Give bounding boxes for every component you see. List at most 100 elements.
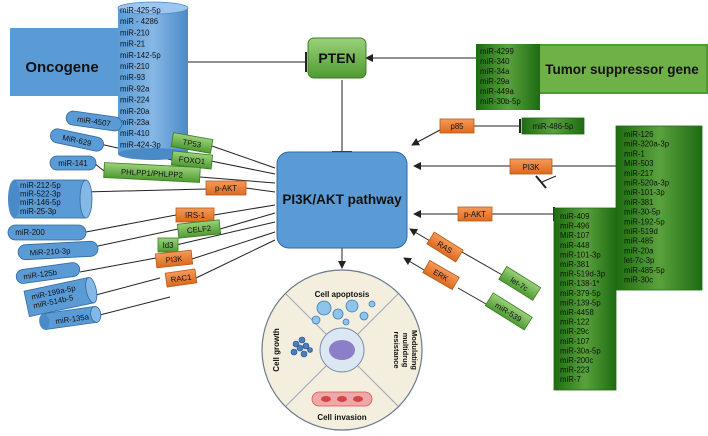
- mirna-cylinder-pi3k-group: miR-199a-5pmiR-514b-5: [23, 276, 98, 318]
- mirna-list-item: miR-34a: [480, 67, 510, 76]
- mirna-list-item: miR-139-5p: [560, 298, 601, 307]
- pten-node: PTEN: [307, 37, 367, 79]
- mir486-label: miR-486-5p: [533, 122, 574, 131]
- mirna-list-item: miR-519d: [624, 227, 658, 236]
- mirna-list-item: let-7c-3p: [624, 256, 655, 265]
- mirna-list-item: miR-1: [624, 149, 645, 158]
- mirna-list-item: miR-210: [120, 28, 150, 37]
- p85-label: p85: [450, 122, 464, 131]
- mirna-list-item: miR-381: [624, 198, 653, 207]
- mirna-let7c-box: let-7c: [498, 265, 542, 301]
- mirna-list-item: miR-23a: [120, 118, 150, 127]
- mirna-list-item: miR-520a-3p: [624, 179, 670, 188]
- mir210-to-celf2-line: [97, 228, 179, 247]
- oncogene-cylinder-top: [117, 1, 189, 15]
- mirna-list-item: miR-20a: [120, 107, 150, 116]
- target-p85: p85: [439, 118, 475, 134]
- foxo1-label: FOXO1: [178, 155, 205, 167]
- celf2-label: CELF2: [187, 224, 212, 235]
- growth-illustration: [290, 336, 313, 358]
- mirna-list-item: miR-101-3p: [560, 250, 601, 259]
- irs1-to-pathway: [213, 204, 276, 216]
- mirna-list-item: miR-379-5p: [560, 289, 601, 298]
- phlpp-to-pathway: [199, 176, 276, 184]
- mir125b-to-pi3k-line: [79, 257, 157, 273]
- oncogene-mirna-list: miR-425-5p miR - 4286 miR-210 miR-21 miR-142…: [120, 6, 161, 149]
- mirna-list-item: miR-192-5p: [624, 217, 665, 226]
- mir200-to-irs1-line: [85, 214, 177, 233]
- mirna-pill-200: miR-200: [7, 224, 87, 241]
- mirna-pill-210-3p: MiR-210-3p: [17, 240, 99, 261]
- outcomes-circle: Cell apoptosis Cell growth Modulating mu…: [261, 269, 423, 431]
- rac1-to-pathway: [195, 239, 276, 279]
- mirna-list-item: miR-21: [120, 40, 145, 49]
- mirna-list-item: miR-30a-5p: [560, 346, 601, 355]
- mirna-539-box: miR-539: [484, 292, 533, 331]
- mirna-list-item: miR-93: [120, 73, 145, 82]
- pi3k-right-label: PI3K: [523, 163, 541, 172]
- mirna-list-item: miR-138-1*: [560, 279, 599, 288]
- mirna-pill-629: MiR-629: [50, 128, 104, 152]
- mirna-list-item: miR-424-3p: [120, 140, 161, 149]
- tsg-banner-inner: [540, 46, 706, 92]
- mirna-list-item: miR-381: [560, 260, 589, 269]
- oncogene-cylinder-body: [118, 8, 188, 154]
- mirna-list-item: miR-409: [560, 212, 589, 221]
- mirna-list-item: miR-200c: [560, 356, 593, 365]
- target-irs1: IRS-1: [175, 207, 215, 223]
- pi3k-left-to-pathway: [191, 231, 276, 260]
- mirna-list-item: miR-425-5p: [120, 6, 161, 15]
- outcome-growth-label: Cell growth: [272, 328, 281, 372]
- pathway-node: PI3K/AKT pathway: [276, 151, 408, 249]
- target-ras: RAS: [426, 231, 464, 263]
- mirna-list-item: miR-485: [624, 237, 654, 246]
- mirna-list-item: miR-142-5p: [120, 51, 161, 60]
- mirna-list-item: miR-223: [560, 366, 589, 375]
- mirna-list-item: miR-496: [560, 222, 589, 231]
- mirna-list-item: miR-340: [480, 57, 510, 66]
- invasion-illustration: [311, 391, 373, 407]
- oncogene-label: Oncogene: [25, 59, 98, 76]
- oncogene-cylinder-bottom: [118, 148, 188, 160]
- mirna-list-item: miR-29c: [560, 327, 589, 336]
- target-pi3k-right: PI3K: [509, 158, 553, 175]
- mirna-list-item: miR-4299: [480, 47, 514, 56]
- target-pakt-right: p-AKT: [457, 206, 493, 222]
- target-erk: ERK: [422, 259, 460, 291]
- mirna-list-item: miR-30c: [624, 276, 653, 285]
- center-cell-nucleus: [329, 340, 355, 360]
- mirna-list-item: miR-448: [560, 241, 589, 250]
- multidrug-line-1: Modulating: [410, 330, 419, 370]
- pakt-left-to-pathway: [245, 187, 276, 193]
- mirna-list-item: miR-522-3p: [20, 190, 61, 199]
- mirna-list-item: miR-122: [560, 318, 589, 327]
- mirna-list-item: miR-7: [560, 375, 581, 384]
- outcome-apoptosis-label: Cell apoptosis: [315, 290, 370, 299]
- mirna-list-item: miR-320a-3p: [624, 140, 670, 149]
- apoptosis-illustration: [311, 299, 376, 326]
- mirna-list-item: miR-126: [624, 130, 653, 139]
- mir539-to-erk-line: [457, 287, 487, 305]
- mirna-list-item: miR - 4286: [120, 17, 158, 26]
- pakt-left-label: p-AKT: [215, 184, 237, 193]
- mirna-list-item: miR-485-5p: [624, 266, 665, 275]
- p85-to-pathway-arrow: [411, 129, 441, 146]
- tsg-label: Tumor suppressor gene: [545, 62, 699, 77]
- pathway-box: [276, 151, 408, 249]
- target-foxo1: FOXO1: [170, 150, 214, 170]
- target-pakt-left: p-AKT: [205, 180, 247, 196]
- mirna-486-box: miR-486-5p: [521, 117, 585, 135]
- mirna-list-item: miR-210: [120, 62, 150, 71]
- mirna-list-item: miR-20a: [624, 246, 654, 255]
- foxo1-to-pathway: [210, 160, 276, 175]
- mirna-list-item: miR-30b-5p: [480, 97, 521, 106]
- mirna-list-item: miR-519d-3p: [560, 270, 606, 279]
- left-target-boxes: TP53 FOXO1 PHLPP1/PHLPP2 p-AKT IRS-1 CEL…: [103, 132, 247, 288]
